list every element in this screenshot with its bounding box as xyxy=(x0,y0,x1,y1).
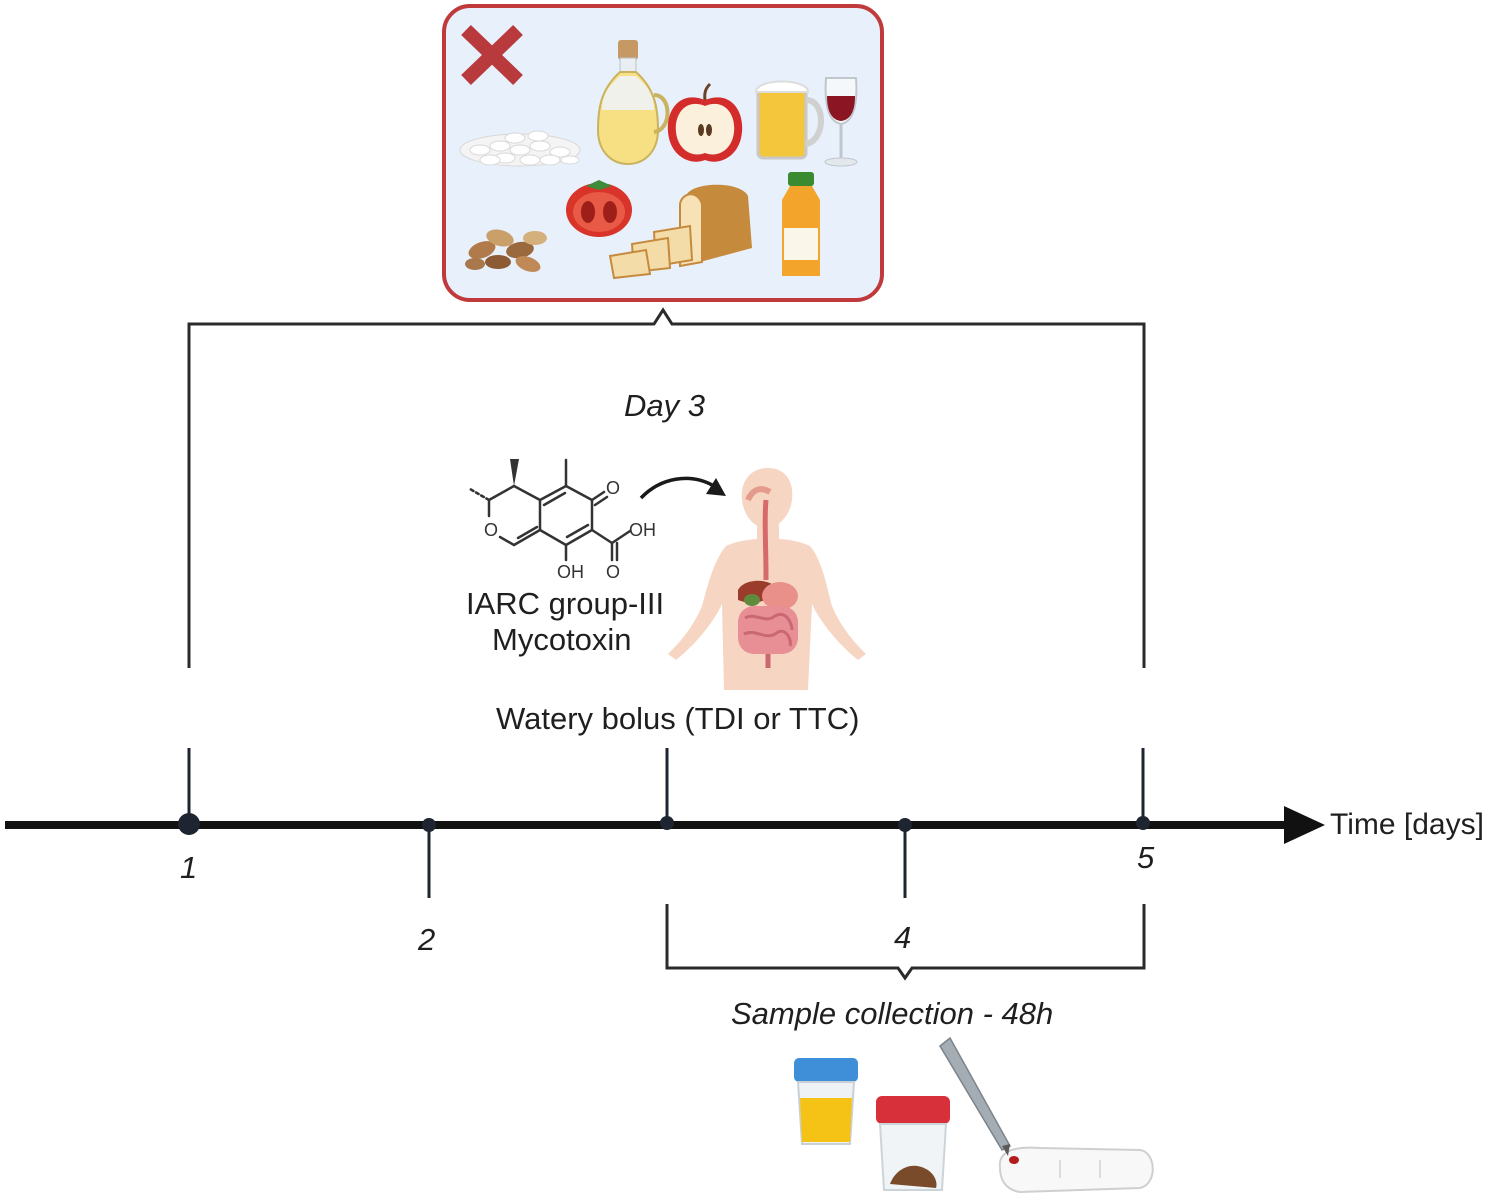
nuts-icon xyxy=(465,229,547,272)
rice-icon xyxy=(459,130,581,167)
day-5-marker xyxy=(1136,816,1150,830)
atom-oh-acid: OH xyxy=(629,520,656,540)
atom-oh-phenol: OH xyxy=(557,562,584,582)
timeline-markers xyxy=(178,813,1150,835)
day-2-marker xyxy=(422,818,436,832)
mycotoxin-structure xyxy=(468,458,632,562)
compound-caption-line-2: Mycotoxin xyxy=(492,622,632,657)
stereo-wedge xyxy=(510,459,519,486)
timeline-axis xyxy=(5,806,1325,844)
urine-cup-icon xyxy=(794,1058,858,1145)
time-axis-label: Time [days] xyxy=(1330,808,1484,841)
excluded-foods-panel xyxy=(442,4,884,302)
timeline-ticks xyxy=(187,748,1145,898)
bread-icon xyxy=(608,184,752,280)
day-3-label: Day 3 xyxy=(624,388,705,423)
juice-bottle-icon xyxy=(782,172,820,276)
sample-collection-label: Sample collection - 48h xyxy=(731,996,1054,1031)
wine-glass-icon xyxy=(824,77,858,167)
day-4-marker xyxy=(898,818,912,832)
lancet-finger-icon xyxy=(939,1036,1154,1194)
exclusion-x-icon xyxy=(461,24,523,86)
oil-bottle-icon xyxy=(596,40,670,166)
bolus-label: Watery bolus (TDI or TTC) xyxy=(496,701,860,736)
tick-label-4: 4 xyxy=(894,920,912,955)
ingestion-arrow-icon xyxy=(639,476,726,500)
apple-icon xyxy=(667,82,743,162)
tick-label-1: 1 xyxy=(180,850,198,885)
atom-o-acid: O xyxy=(606,562,620,582)
tick-label-5: 5 xyxy=(1137,840,1155,875)
beer-icon xyxy=(754,80,824,160)
stool-container-icon xyxy=(876,1096,950,1191)
compound-caption-line-1: IARC group-III xyxy=(466,586,665,621)
atom-o-ring: O xyxy=(484,520,498,540)
day-range-bracket-top xyxy=(187,307,1146,668)
tomato-icon xyxy=(566,180,632,237)
tick-label-2: 2 xyxy=(418,922,436,957)
day-1-marker xyxy=(178,813,200,835)
sampling-bracket xyxy=(665,904,1146,981)
day-3-marker xyxy=(660,816,674,830)
human-digestive-icon xyxy=(668,468,866,690)
atom-o-keto: O xyxy=(606,478,620,498)
